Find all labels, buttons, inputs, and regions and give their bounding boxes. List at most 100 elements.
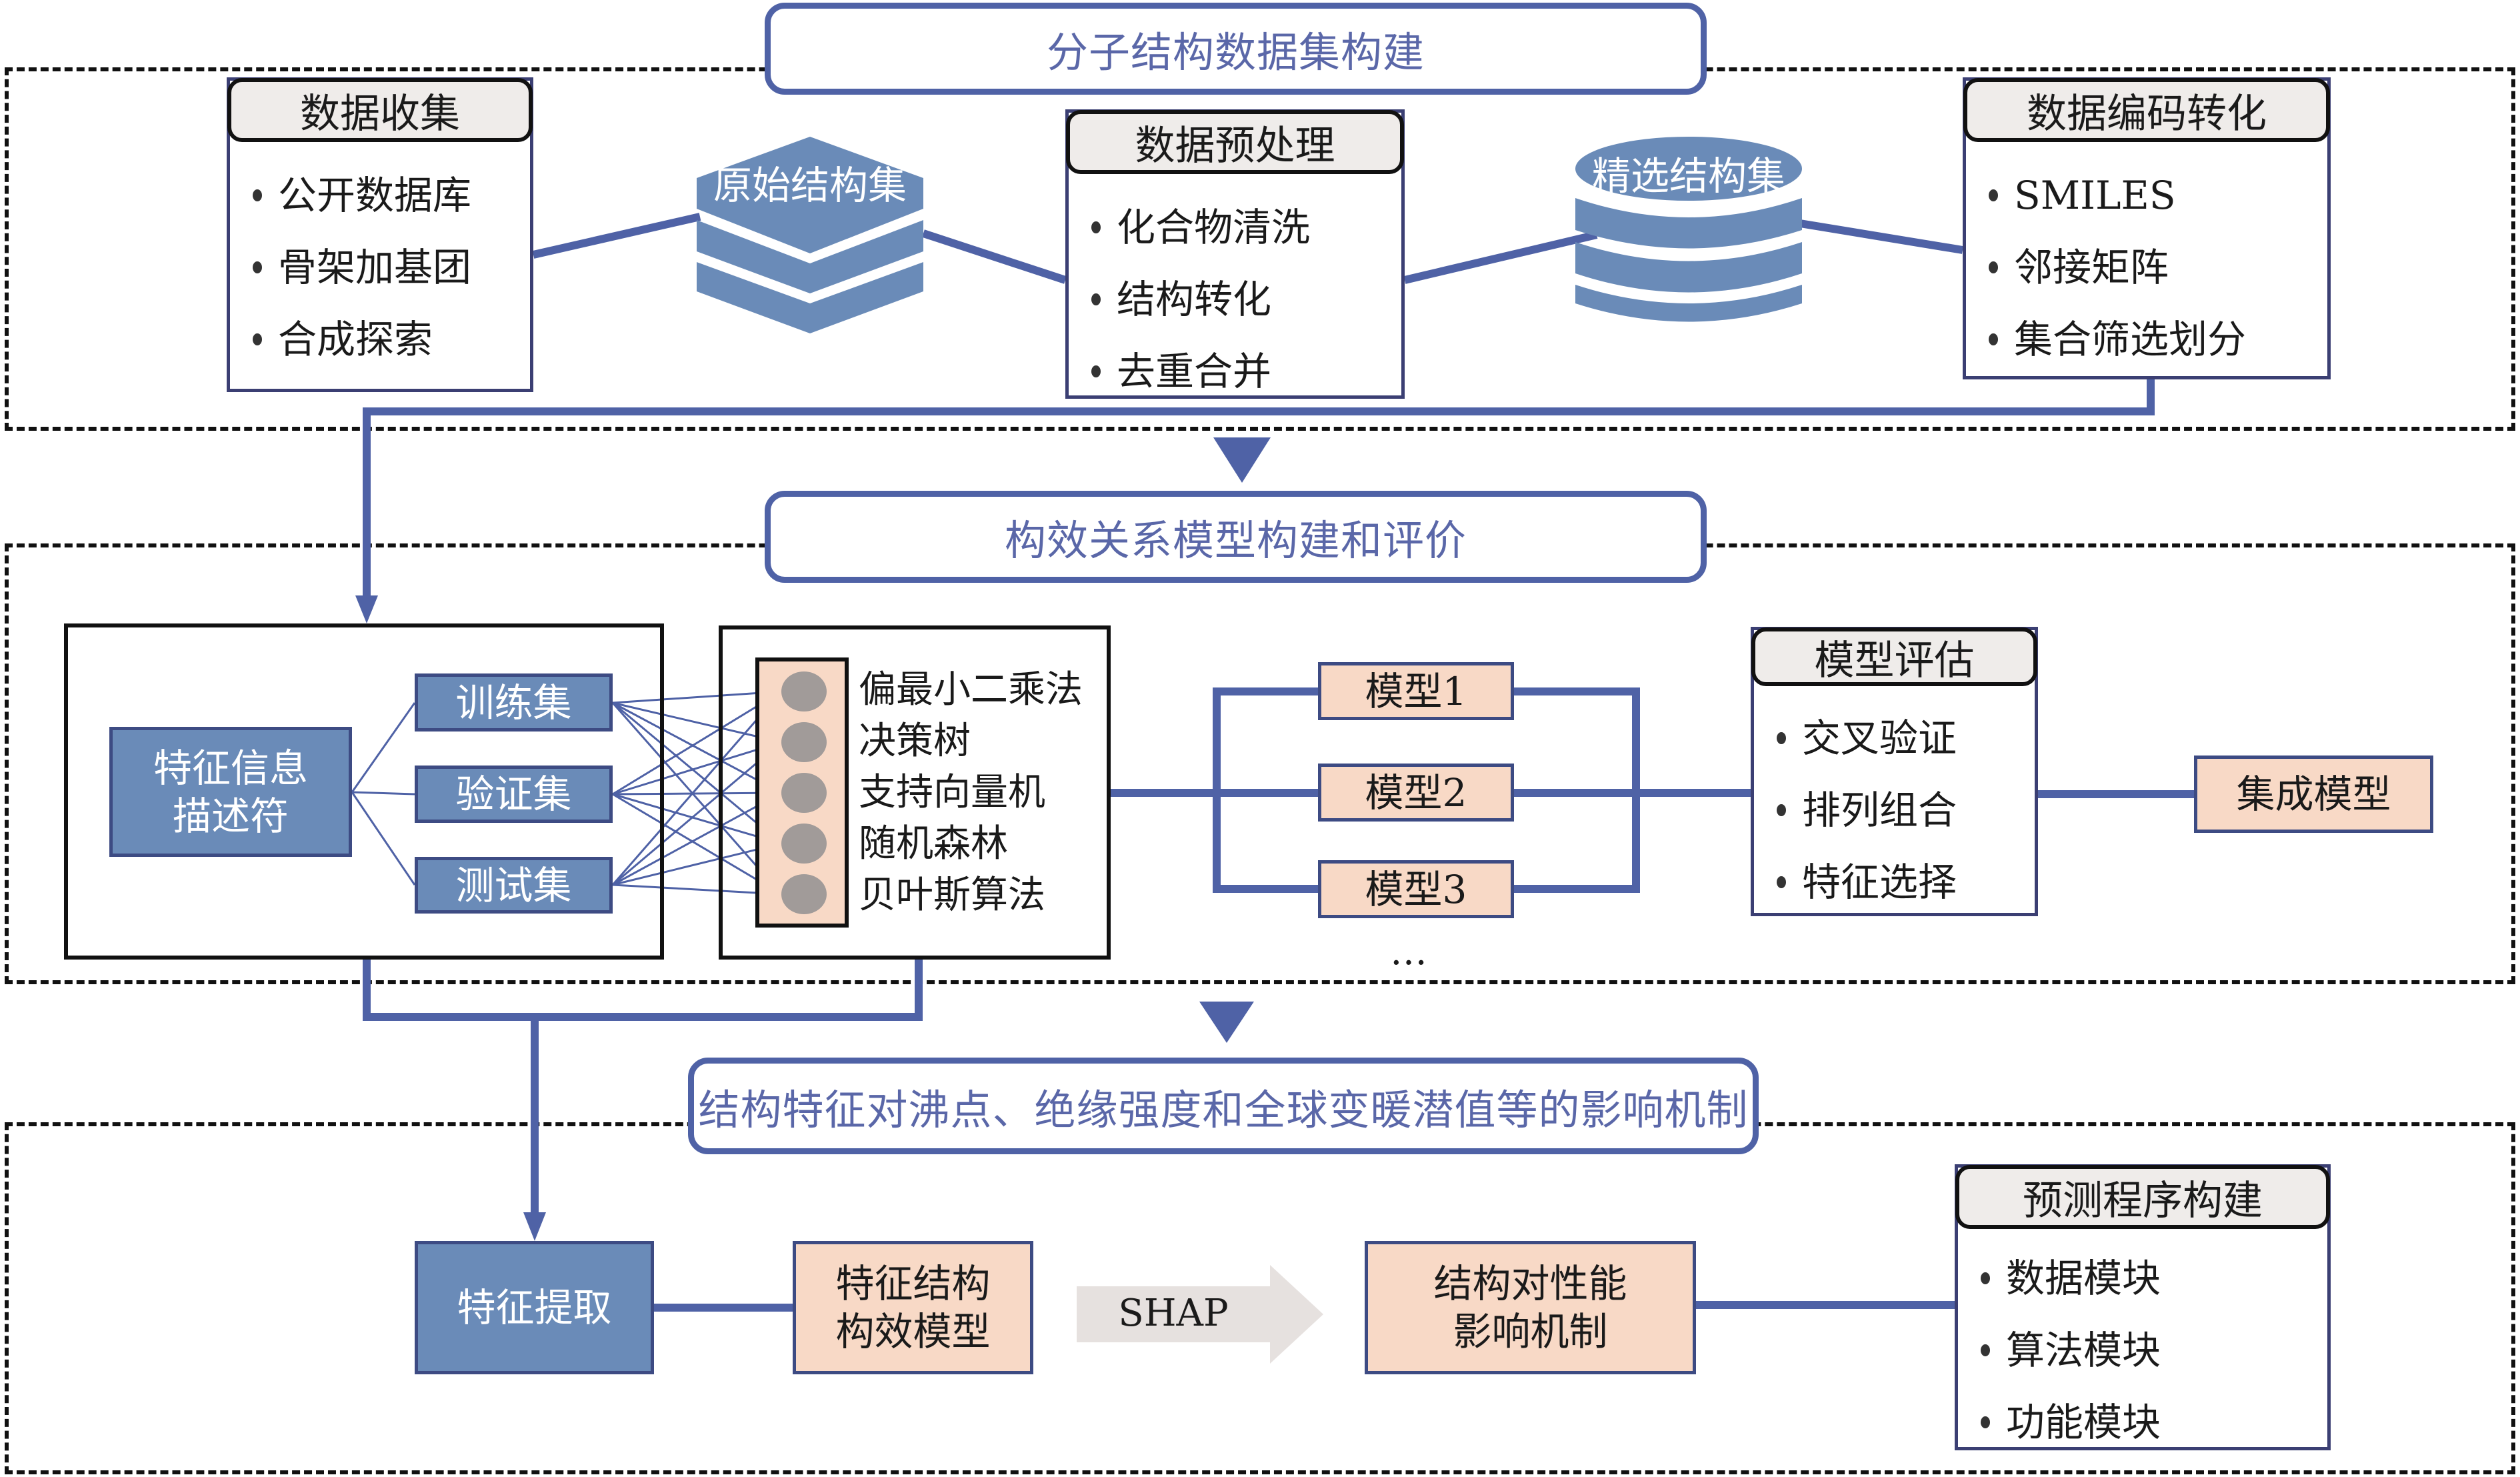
evaluation-list: 交叉验证 排列组合 特征选择 [1777, 702, 2028, 918]
model-2: 模型2 [1318, 764, 1514, 822]
bullet-icon [1981, 1416, 1990, 1428]
connector-raw-preprocessing [922, 229, 1067, 284]
split-train: 训练集 [415, 673, 613, 731]
mesh-link [612, 701, 782, 845]
list-item: 排列组合 [1777, 774, 2028, 846]
split-neuron-mesh [611, 690, 783, 896]
neuron-node [781, 773, 827, 813]
list-item: 特征选择 [1777, 846, 2028, 918]
split-test: 测试集 [415, 857, 613, 914]
bullet-icon [1091, 293, 1101, 305]
section-mechanism-title: 结构特征对沸点、绝缘强度和全球变暖潜值等的影响机制 [688, 1058, 1759, 1154]
list-item: 化合物清洗 [1091, 191, 1395, 263]
shap-label: SHAP [1118, 1292, 1229, 1335]
bullet-icon [1989, 333, 1998, 345]
list-item: SMILES [1989, 159, 2321, 231]
bullet-icon [1989, 261, 1998, 273]
feature-extraction-box: 特征提取 [415, 1241, 654, 1374]
ensemble-model: 集成模型 [2194, 756, 2433, 833]
connector-collection-raw [532, 213, 701, 259]
feature-model-box: 特征结构 构效模型 [793, 1241, 1033, 1374]
list-item: 合成探索 [253, 303, 523, 375]
algorithm-item: 随机森林 [859, 822, 1008, 866]
bullet-icon [1981, 1272, 1990, 1284]
evaluation-card: 模型评估 交叉验证 排列组合 特征选择 [1751, 627, 2038, 916]
raw-set-label: 原始结构集 [713, 163, 907, 208]
algorithm-item: 贝叶斯算法 [859, 874, 1045, 917]
impact-mechanism-box: 结构对性能 影响机制 [1365, 1241, 1696, 1374]
preprocessing-card-title: 数据预处理 [1066, 110, 1404, 174]
mesh-link [612, 690, 782, 704]
program-card-title: 预测程序构建 [1955, 1165, 2330, 1229]
encoding-list: SMILES 邻接矩阵 集合筛选划分 [1989, 159, 2321, 375]
model-3: 模型3 [1318, 860, 1514, 918]
bullet-icon [253, 333, 262, 345]
evaluation-card-title: 模型评估 [1751, 627, 2037, 686]
connector-preprocessing-selected [1403, 231, 1598, 284]
database-cylinder-icon [1575, 137, 1802, 322]
dataset-split-panel [64, 623, 664, 960]
section-modeling-title: 构效关系模型构建和评价 [765, 491, 1707, 583]
list-item: 骨架加基团 [253, 231, 523, 303]
encoding-card: 数据编码转化 SMILES 邻接矩阵 集合筛选划分 [1963, 77, 2331, 379]
algorithm-item: 支持向量机 [859, 771, 1045, 814]
bullet-icon [253, 261, 262, 273]
models-left-bracket [1213, 687, 1318, 893]
collection-card-title: 数据收集 [227, 78, 533, 142]
list-item: 公开数据库 [253, 159, 523, 231]
list-item: 数据模块 [1981, 1242, 2321, 1314]
arrowhead-to-feature-extraction [523, 1212, 546, 1241]
neuron-node [781, 874, 827, 914]
encoding-card-title: 数据编码转化 [1963, 78, 2330, 142]
mesh-link [612, 792, 782, 796]
collection-list: 公开数据库 骨架加基团 合成探索 [253, 159, 523, 375]
bullet-icon [253, 189, 262, 201]
list-item: 集合筛选划分 [1989, 303, 2321, 375]
algorithm-panel [719, 625, 1111, 960]
split-validation: 验证集 [415, 766, 613, 823]
mesh-link [612, 701, 782, 794]
program-list: 数据模块 算法模块 功能模块 [1981, 1242, 2321, 1458]
right-arrow-icon [1077, 1265, 1323, 1364]
bullet-icon [1989, 189, 1998, 201]
stacked-layers-icon [697, 137, 923, 333]
mesh-link [612, 741, 782, 886]
model-1: 模型1 [1318, 662, 1514, 720]
mesh-link [612, 793, 782, 896]
algorithm-item: 决策树 [859, 719, 971, 763]
preprocessing-card: 数据预处理 化合物清洗 结构转化 去重合并 [1065, 109, 1405, 399]
list-item: 结构转化 [1091, 263, 1395, 335]
preprocessing-list: 化合物清洗 结构转化 去重合并 [1091, 191, 1395, 407]
bullet-icon [1777, 732, 1786, 744]
mesh-link [612, 793, 782, 845]
connector-encoding-to-modeling [363, 379, 2155, 597]
models-ellipsis: … [1390, 930, 1427, 974]
neuron-node [781, 671, 827, 711]
bullet-icon [1981, 1344, 1990, 1356]
list-item: 邻接矩阵 [1989, 231, 2321, 303]
arrowhead-to-modeling-box [355, 595, 378, 623]
list-item: 去重合并 [1091, 335, 1395, 407]
program-card: 预测程序构建 数据模块 算法模块 功能模块 [1955, 1164, 2331, 1450]
neuron-node [781, 824, 827, 864]
bullet-icon [1777, 804, 1786, 816]
connector-modeling-to-mechanism [363, 960, 923, 1021]
bullet-icon [1091, 365, 1101, 377]
neuron-node [781, 722, 827, 762]
down-triangle-icon [1213, 437, 1271, 483]
selected-set-label: 精选结构集 [1591, 153, 1785, 199]
section-dataset-title: 分子结构数据集构建 [765, 3, 1707, 95]
bullet-icon [1091, 221, 1101, 233]
list-item: 功能模块 [1981, 1386, 2321, 1458]
mesh-link [612, 842, 782, 886]
algorithm-list: 偏最小二乘法 决策树 支持向量机 随机森林 贝叶斯算法 [859, 664, 1083, 921]
algorithm-item: 偏最小二乘法 [859, 668, 1083, 711]
selected-set-node: 精选结构集 [1575, 137, 1802, 337]
connector-selected-encoding [1799, 219, 1963, 254]
mesh-link [612, 701, 782, 744]
list-item: 算法模块 [1981, 1314, 2321, 1386]
bullet-icon [1777, 876, 1786, 888]
descriptor-box: 特征信息 描述符 [109, 727, 352, 857]
mesh-link [612, 690, 782, 796]
